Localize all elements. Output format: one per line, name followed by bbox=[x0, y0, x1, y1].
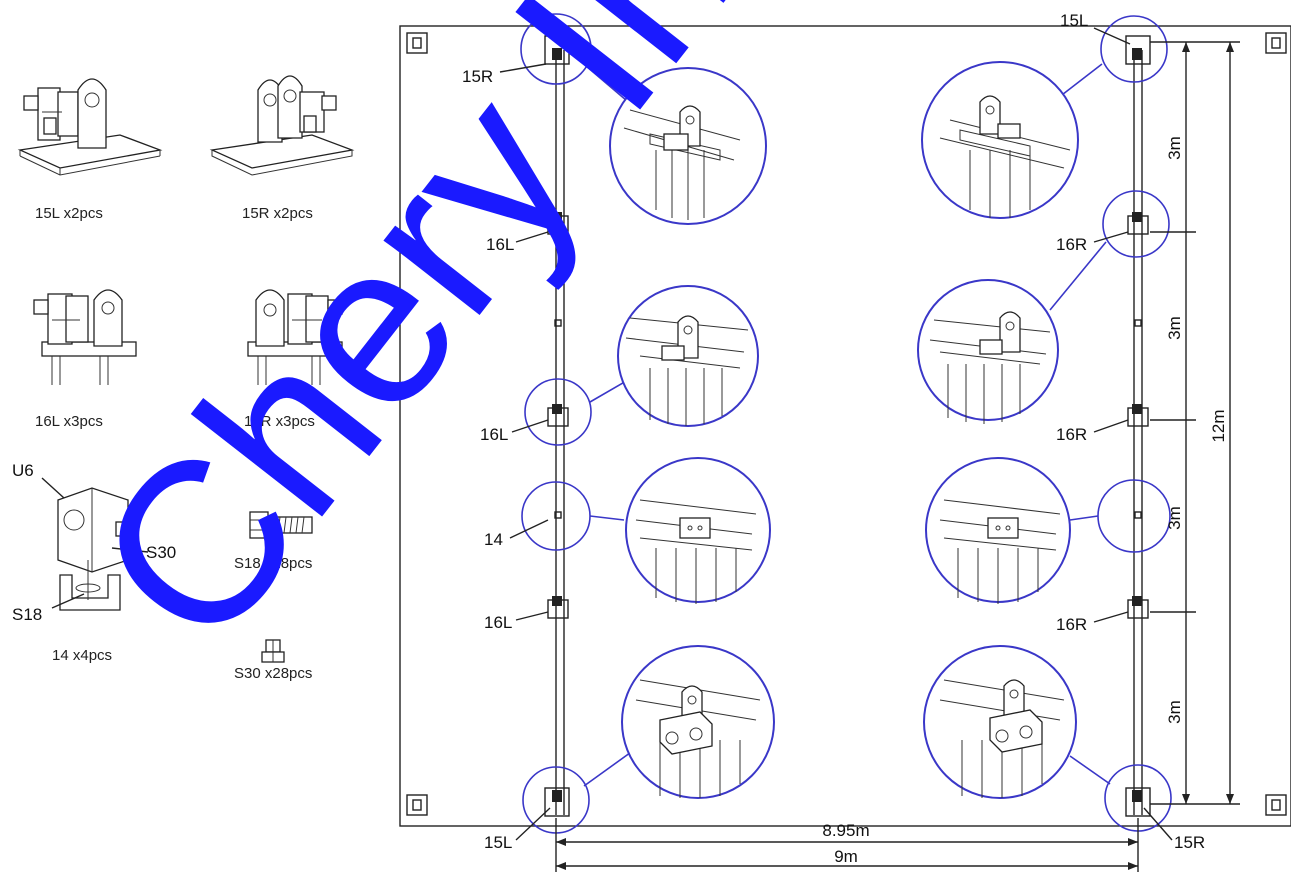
plan-label-tl: 15R bbox=[462, 67, 493, 86]
part-15L-drawing bbox=[17, 78, 163, 176]
plan-view: 15R 15L 16L 16L 14 16L 15L 16R 16R 16R 1… bbox=[399, 11, 1291, 872]
dim-seg2: 3m bbox=[1165, 316, 1184, 340]
part-S30-label: S30 x28pcs bbox=[234, 665, 312, 682]
nut-icon bbox=[261, 639, 285, 663]
plan-label-tr: 15L bbox=[1060, 11, 1088, 30]
part-16R-label: 16R x3pcs bbox=[244, 413, 315, 430]
part-S18-label: S18 x28pcs bbox=[234, 555, 312, 572]
plan-label-r1: 16R bbox=[1056, 235, 1087, 254]
callout-s18: S18 bbox=[12, 605, 42, 624]
watermark: Chery Indus bbox=[46, 0, 1012, 690]
part-15L-label: 15L x2pcs bbox=[35, 205, 103, 222]
plan-label-l1: 16L bbox=[486, 235, 514, 254]
part-16L-drawing bbox=[33, 289, 137, 385]
plan-label-bl: 15L bbox=[484, 833, 512, 852]
plan-label-l3: 16L bbox=[484, 613, 512, 632]
detail-circle-top-left bbox=[609, 67, 767, 225]
dim-seg3: 3m bbox=[1165, 506, 1184, 530]
detail-circle-14-right bbox=[925, 457, 1071, 604]
bolt-icon bbox=[249, 511, 313, 539]
part-16L-label: 16L x3pcs bbox=[35, 413, 103, 430]
part-15R-drawing bbox=[209, 75, 355, 176]
part-16R-drawing bbox=[247, 289, 343, 385]
detail-circle-mid-right bbox=[917, 279, 1059, 424]
parts-list: 15L x2pcs 15R x2pcs 16L x3pcs bbox=[12, 75, 355, 682]
s18-leader bbox=[51, 593, 85, 609]
plan-label-br: 15R bbox=[1174, 833, 1205, 852]
u6-leader bbox=[41, 477, 65, 499]
detail-circle-top-right bbox=[921, 61, 1079, 219]
detail-circle-mid-left bbox=[617, 285, 759, 427]
plan-label-r2: 16R bbox=[1056, 425, 1087, 444]
callout-u6: U6 bbox=[12, 461, 34, 480]
s30-leader bbox=[111, 547, 149, 553]
plan-label-r3: 16R bbox=[1056, 615, 1087, 634]
plan-frame bbox=[399, 25, 1291, 827]
plan-label-l2: 16L bbox=[480, 425, 508, 444]
plan-label-l4: 14 bbox=[484, 530, 503, 549]
detail-circle-bottom-right bbox=[923, 645, 1077, 799]
part-14-drawing bbox=[57, 487, 137, 611]
callout-s30: S30 bbox=[146, 543, 176, 562]
dim-seg1: 3m bbox=[1165, 136, 1184, 160]
part-15R-label: 15R x2pcs bbox=[242, 205, 313, 222]
dim-total-height: 12m bbox=[1209, 409, 1228, 442]
detail-circle-bottom-left bbox=[621, 645, 775, 799]
part-14-label: 14 x4pcs bbox=[52, 647, 112, 664]
dim-seg4: 3m bbox=[1165, 700, 1184, 724]
dim-total-width: 9m bbox=[834, 847, 858, 866]
dim-inner-width: 8.95m bbox=[822, 821, 869, 840]
detail-circle-14-left bbox=[625, 457, 771, 604]
